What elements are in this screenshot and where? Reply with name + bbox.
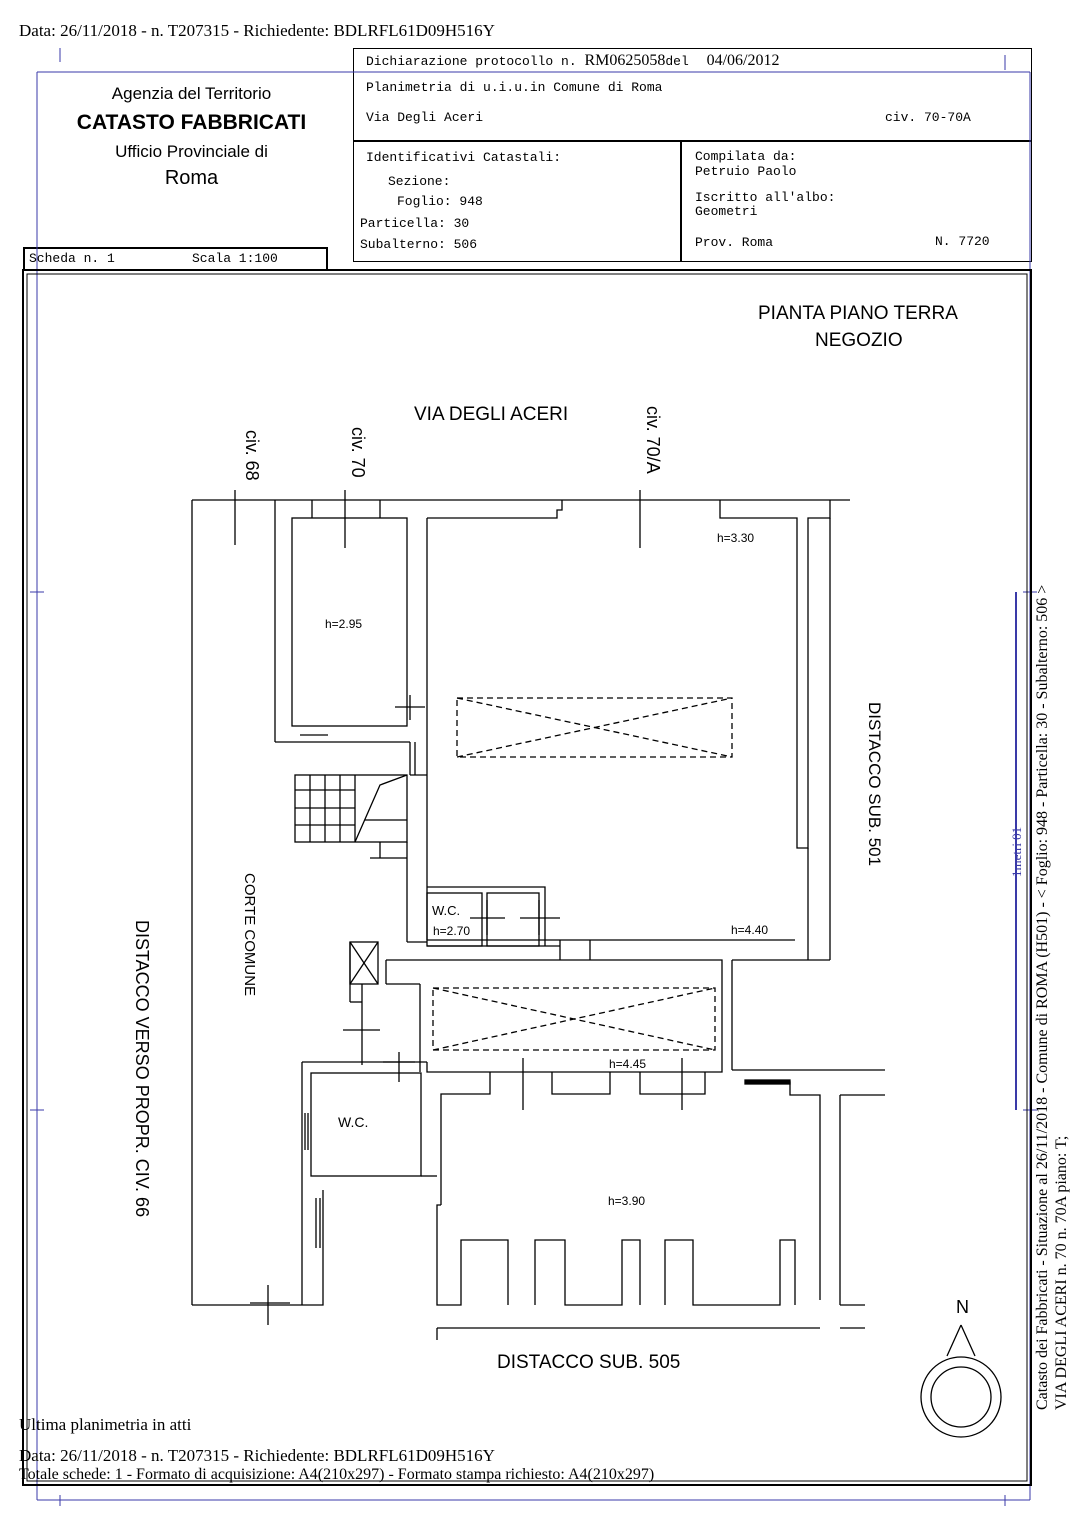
side-text-line2: VIA DEGLI ACERI n. 70 n. 70A piano: T; xyxy=(1053,1135,1070,1410)
scheda-number: Scheda n. 1 xyxy=(29,251,115,266)
north-label: N xyxy=(956,1297,969,1317)
civ-68-label: civ. 68 xyxy=(242,430,262,481)
street-label: VIA DEGLI ACERI xyxy=(414,404,569,425)
compiler-province: Prov. Roma xyxy=(695,235,774,250)
plan-subtitle: NEGOZIO xyxy=(815,330,903,351)
document-header: Data: 26/11/2018 - n. T207315 - Richiede… xyxy=(19,21,495,40)
compiler-label: Compilata da: xyxy=(695,149,797,164)
height-label-330: h=3.30 xyxy=(717,531,755,545)
protocol-number: RM0625058 xyxy=(584,52,666,69)
wc-label-2: W.C. xyxy=(338,1114,369,1130)
protocol-del: del xyxy=(665,54,689,69)
compiler-box xyxy=(681,141,1032,262)
declaration-line2: Planimetria di u.i.u.in Comune di Roma xyxy=(366,80,663,95)
identifiers-particella: Particella: 30 xyxy=(360,216,470,231)
height-label-390: h=3.90 xyxy=(608,1194,646,1208)
footer-data: Data: 26/11/2018 - n. T207315 - Richiede… xyxy=(19,1446,495,1465)
scan-frame xyxy=(30,48,1037,1506)
distacco-verso-label: DISTACCO VERSO PROPR. CIV. 66 xyxy=(132,920,152,1218)
compiler-name: Petruio Paolo xyxy=(695,164,797,179)
scheda-scale: Scala 1:100 xyxy=(192,251,278,266)
agency-line3: Ufficio Provinciale di xyxy=(115,142,268,161)
identifiers-title: Identificativi Catastali: xyxy=(366,150,562,165)
plan-frame xyxy=(22,269,1032,1486)
civ-70-label: civ. 70 xyxy=(348,427,368,478)
footer-ultima: Ultima planimetria in atti xyxy=(19,1415,192,1434)
declaration-address: Via Degli Aceri xyxy=(366,110,484,125)
wc-label-1: W.C. xyxy=(432,903,461,918)
agency-line2: CATASTO FABBRICATI xyxy=(76,111,307,134)
compiler-iscritto: Iscritto all'albo: xyxy=(695,190,836,205)
protocol-date: 04/06/2012 xyxy=(706,52,780,69)
agency-line4: Roma xyxy=(164,167,219,189)
plan-title: PIANTA PIANO TERRA xyxy=(758,303,958,324)
identifiers-box xyxy=(353,141,681,262)
distacco-501-label: DISTACCO SUB. 501 xyxy=(865,702,884,867)
height-label-440: h=4.40 xyxy=(731,923,769,937)
declaration-civ: civ. 70-70A xyxy=(885,110,971,125)
declaration-line1: Dichiarazione protocollo n. RM0625058del… xyxy=(366,52,779,70)
north-arrow-icon xyxy=(920,1324,1002,1438)
protocol-prefix: Dichiarazione protocollo n. xyxy=(366,54,577,69)
side-text-line1: Catasto dei Fabbricati - Situazione al 2… xyxy=(1034,584,1051,1410)
civ-70a-label: civ. 70/A xyxy=(643,406,663,474)
identifiers-foglio: Foglio: 948 xyxy=(397,194,483,209)
plan-walls xyxy=(191,490,885,1340)
height-label-270: h=2.70 xyxy=(433,924,471,938)
distacco-505-label: DISTACCO SUB. 505 xyxy=(497,1352,681,1373)
height-label-295: h=2.95 xyxy=(325,617,363,631)
compiler-number: N. 7720 xyxy=(935,234,990,249)
compiler-albo: Geometri xyxy=(695,204,758,219)
identifiers-subalterno: Subalterno: 506 xyxy=(360,237,478,252)
height-label-445: h=4.45 xyxy=(609,1057,647,1071)
declaration-box xyxy=(353,48,1032,141)
corte-comune-label: CORTE COMUNE xyxy=(241,873,258,997)
footer-totale: Totale schede: 1 - Formato di acquisizio… xyxy=(19,1466,655,1483)
identifiers-sezione: Sezione: xyxy=(388,174,451,189)
agency-line1: Agenzia del Territorio xyxy=(111,84,272,103)
